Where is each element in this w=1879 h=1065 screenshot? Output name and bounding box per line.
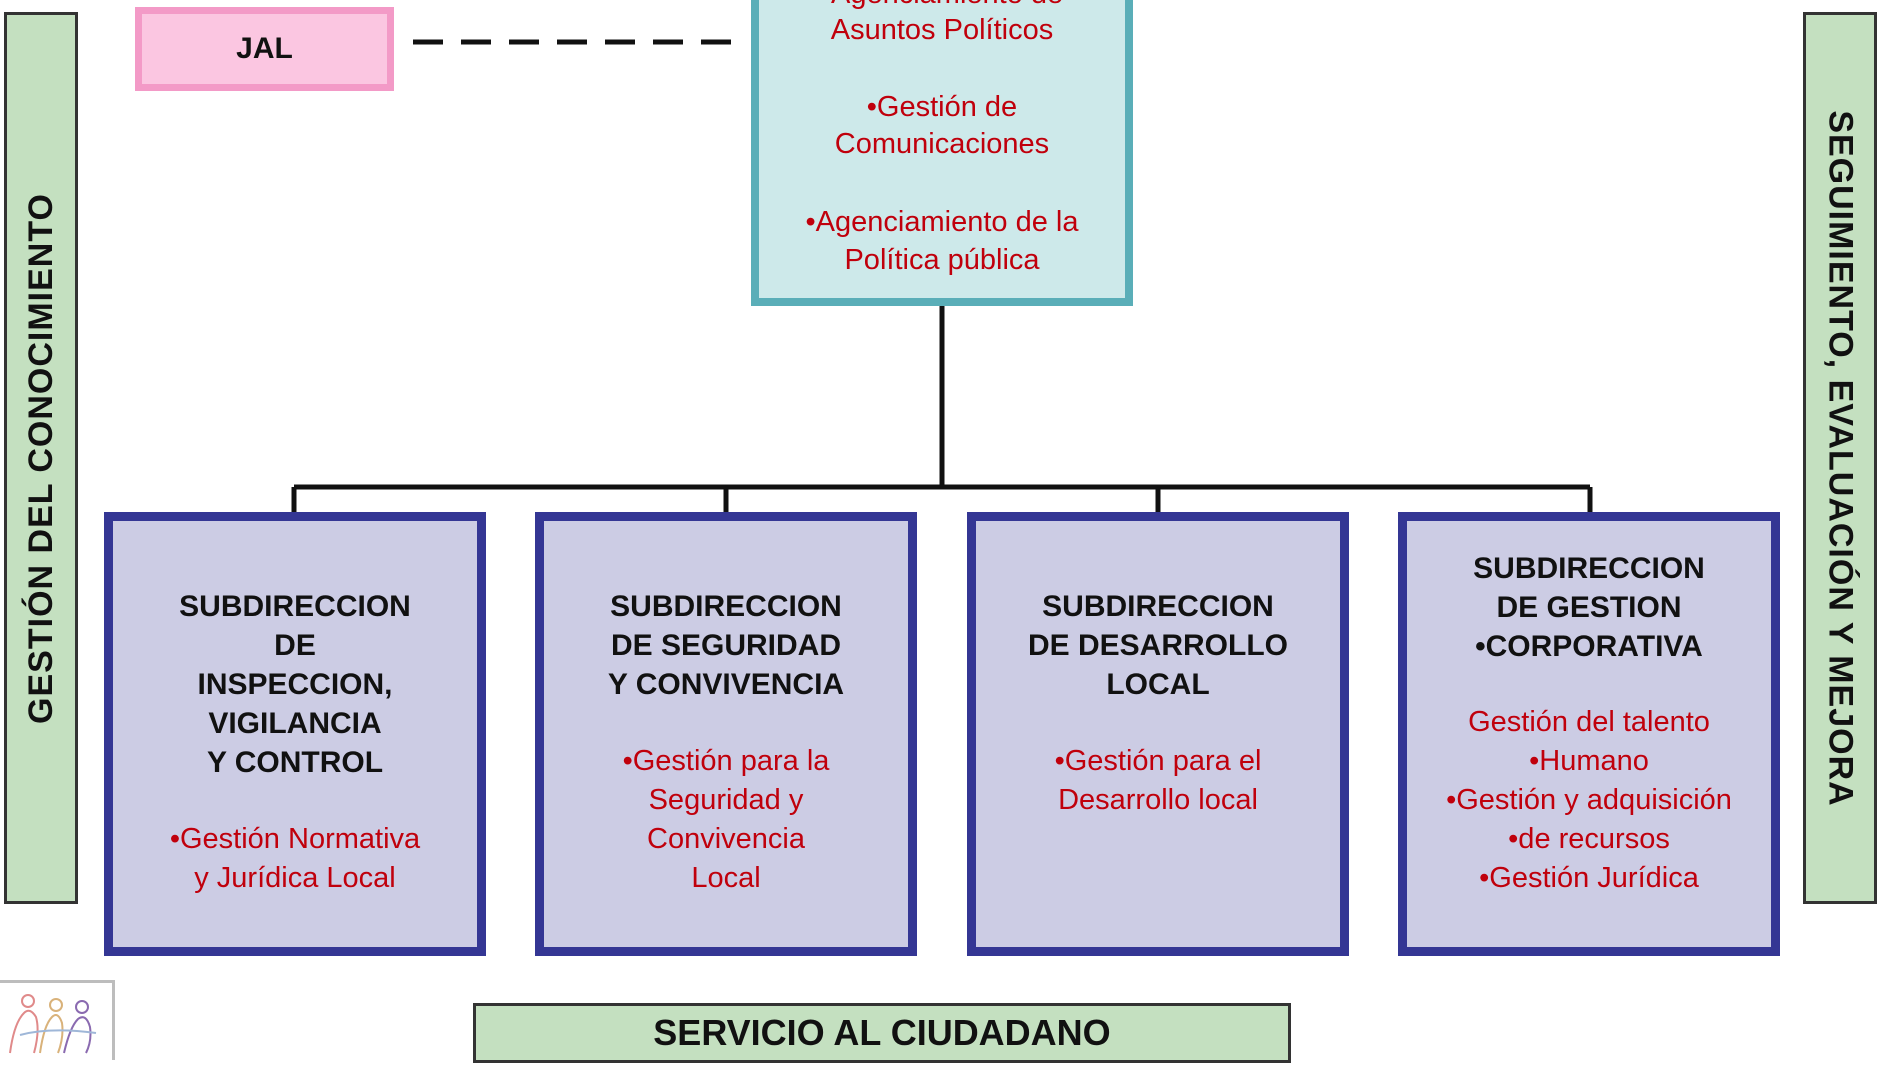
title-line: SUBDIRECCION [1473, 552, 1705, 585]
subdireccion-desarrollo-box: SUBDIRECCION DE DESARROLLO LOCAL •Gestió… [967, 512, 1349, 956]
service-citizen-label: SERVICIO AL CIUDADANO [653, 1012, 1111, 1053]
process-line: •Gestión y adquisición [1446, 784, 1732, 816]
title-line: DE GESTION [1496, 591, 1682, 624]
title-line: DE [274, 629, 316, 662]
process-line: •Humano [1529, 745, 1649, 777]
process-line: •Gestión para el [1054, 745, 1262, 777]
title-line: LOCAL [1106, 668, 1210, 701]
process-line: •Gestión Normativa [169, 823, 421, 855]
title-line: INSPECCION, [197, 668, 393, 701]
top-item: •Agenciamiento de [759, 0, 1125, 13]
title-line: SUBDIRECCION [610, 590, 842, 623]
subdireccion-title: SUBDIRECCION DE GESTION •CORPORATIVA [1473, 549, 1705, 666]
process-line: y Jurídica Local [194, 862, 396, 894]
people-logo-icon [9, 994, 97, 1054]
monitoring-evaluation-bar: SEGUIMIENTO, EVALUACIÓN Y MEJORA [1803, 12, 1877, 904]
process-line: Seguridad y [648, 784, 804, 816]
title-line: VIGILANCIA [208, 707, 382, 740]
title-line: SUBDIRECCION [179, 590, 411, 623]
jal-label: JAL [236, 32, 293, 65]
process-line: Desarrollo local [1058, 784, 1258, 816]
process-line: Local [691, 862, 761, 894]
jal-box: JAL [135, 7, 394, 91]
top-item: Asuntos Políticos [830, 14, 1054, 46]
subdireccion-corporativa-box: SUBDIRECCION DE GESTION •CORPORATIVA Ges… [1398, 512, 1780, 956]
subdireccion-title: SUBDIRECCION DE DESARROLLO LOCAL [1028, 587, 1288, 704]
subdireccion-title: SUBDIRECCION DE SEGURIDAD Y CONVIVENCIA [608, 587, 844, 704]
top-item: •Agenciamiento de la [805, 206, 1079, 238]
top-process-box: •Agenciamiento de Asuntos Políticos •Ges… [751, 0, 1133, 306]
process-line: •Gestión Jurídica [1479, 862, 1699, 894]
title-line: •CORPORATIVA [1475, 630, 1703, 663]
process-line: •de recursos [1508, 823, 1670, 855]
title-line: SUBDIRECCION [1042, 590, 1274, 623]
process-line: •Gestión para la [622, 745, 830, 777]
process-line: Gestión del talento [1468, 706, 1710, 738]
title-line: Y CONTROL [206, 746, 384, 779]
subdireccion-processes: •Gestión Normativa y Jurídica Local [170, 820, 420, 898]
title-line: Y CONVIVENCIA [607, 668, 845, 701]
subdireccion-title: SUBDIRECCION DE INSPECCION, VIGILANCIA Y… [179, 587, 411, 782]
subdireccion-seguridad-box: SUBDIRECCION DE SEGURIDAD Y CONVIVENCIA … [535, 512, 917, 956]
logo [0, 980, 115, 1060]
knowledge-management-bar: GESTIÓN DEL CONOCIMIENTO [4, 12, 78, 904]
service-citizen-bar: SERVICIO AL CIUDADANO [473, 1003, 1291, 1063]
process-line: Convivencia [647, 823, 805, 855]
subdireccion-inspeccion-box: SUBDIRECCION DE INSPECCION, VIGILANCIA Y… [104, 512, 486, 956]
title-line: DE SEGURIDAD [610, 629, 841, 662]
subdireccion-processes: •Gestión para la Seguridad y Convivencia… [623, 742, 830, 898]
top-item: Política pública [844, 244, 1040, 276]
top-item: •Gestión de [866, 91, 1018, 123]
subdireccion-processes: Gestión del talento •Humano •Gestión y a… [1446, 703, 1732, 898]
subdireccion-processes: •Gestión para el Desarrollo local [1055, 742, 1262, 820]
title-line: DE DESARROLLO [1027, 629, 1288, 662]
top-item: Comunicaciones [834, 128, 1050, 160]
